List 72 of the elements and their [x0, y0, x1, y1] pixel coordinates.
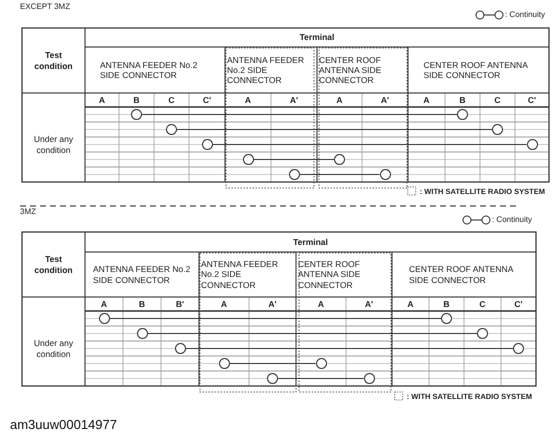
terminal-label: B	[138, 298, 146, 310]
continuity-line	[229, 363, 316, 364]
section-title: EXCEPT 3MZ	[20, 2, 70, 12]
terminal-circle	[174, 343, 186, 354]
terminal-circle	[513, 343, 524, 354]
terminal-label: C	[479, 298, 486, 310]
terminal-label: A'	[290, 94, 298, 106]
caption: am3uuw00014977	[10, 417, 117, 433]
terminal-circle	[218, 358, 230, 369]
terminal-label: C'	[202, 94, 212, 106]
terminal-circle	[136, 328, 148, 339]
terminal-circle	[526, 139, 538, 150]
terminal-circle	[477, 328, 488, 339]
terminal-label: A'	[380, 94, 390, 106]
connector-heading: ANTENNA FEEDER No.2 SIDE CONNECTOR	[201, 259, 279, 290]
terminal-circle	[131, 109, 142, 120]
column-heading: Terminal	[293, 236, 328, 248]
terminal-circle	[457, 109, 468, 120]
terminal-label: A	[220, 298, 228, 310]
terminal-label: A	[318, 298, 324, 310]
terminal-circle	[492, 124, 503, 135]
terminal-circle	[98, 313, 110, 324]
terminal-circle	[267, 373, 278, 384]
terminal-label: B	[443, 298, 450, 310]
column-heading: Terminal	[300, 32, 334, 43]
terminal-circle	[202, 139, 212, 150]
terminal-label: A	[423, 94, 430, 106]
continuity-line	[212, 144, 527, 145]
terminal-circle	[316, 358, 326, 369]
terminal-label: A	[407, 298, 414, 310]
connector-heading: CENTER ROOF ANTENNA SIDE CONNECTOR	[298, 259, 362, 290]
legend-text: : Continuity	[504, 10, 545, 20]
terminal-circle	[242, 154, 254, 165]
continuity-line	[176, 129, 492, 130]
terminal-label: B'	[176, 298, 184, 310]
continuity-line	[278, 378, 364, 379]
condition-label: Under any condition	[32, 338, 74, 359]
condition-label: Under any condition	[32, 134, 74, 155]
terminal-label: B	[459, 94, 466, 106]
connector-heading: ANTENNA FEEDER No.2 SIDE CONNECTOR	[100, 60, 198, 80]
terminal-label: A	[98, 94, 106, 106]
continuity-line	[253, 159, 334, 160]
terminal-label: A'	[364, 298, 374, 310]
terminal-label: C'	[528, 94, 536, 106]
continuity-line	[185, 348, 514, 349]
row-heading: Test condition	[33, 50, 74, 71]
terminal-label: C	[494, 94, 501, 106]
terminal-label: C'	[514, 298, 523, 310]
continuity-line	[147, 333, 478, 334]
terminal-label: A	[244, 94, 252, 106]
terminal-label: A	[100, 298, 108, 310]
terminal-circle	[364, 373, 374, 384]
terminal-circle	[288, 169, 300, 180]
connector-heading: ANTENNA FEEDER No.2 SIDE CONNECTOR	[93, 264, 191, 285]
terminal-circle	[441, 313, 452, 324]
continuity-line	[142, 114, 458, 115]
terminal-label: B	[133, 94, 140, 106]
terminal-label: A'	[268, 298, 277, 310]
continuity-line	[109, 318, 442, 319]
row-heading: Test condition	[33, 254, 74, 275]
section-title: 3MZ	[20, 207, 36, 217]
terminal-circle	[334, 154, 345, 165]
terminal-circle	[380, 169, 390, 180]
terminal-circle	[166, 124, 177, 135]
legend-text: : Continuity	[492, 215, 532, 225]
connector-heading: ANTENNA FEEDER No.2 SIDE CONNECTOR	[227, 54, 305, 86]
connector-heading: CENTER ROOF ANTENNA SIDE CONNECTOR	[424, 60, 529, 80]
terminal-label: C	[168, 94, 175, 106]
connector-heading: CENTER ROOF ANTENNA SIDE CONNECTOR	[319, 54, 382, 86]
connector-heading: CENTER ROOF ANTENNA SIDE CONNECTOR	[409, 264, 514, 285]
terminal-label: A	[336, 94, 343, 106]
continuity-line	[299, 174, 380, 175]
